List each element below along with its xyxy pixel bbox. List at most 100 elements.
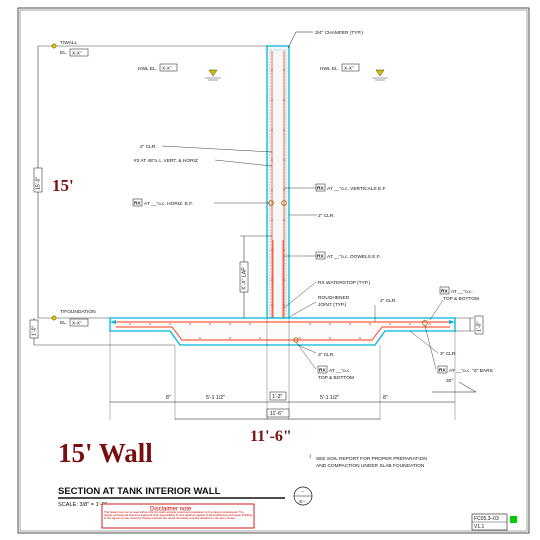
hwl-left-code: X-X" (162, 66, 172, 72)
z-bars-bar-code: RX (439, 368, 446, 374)
soil-note-mark: ⌇ (309, 454, 311, 460)
slab-dim-left-text: 1'-0" (32, 326, 38, 336)
top-bottom-l-label-2: TOP & BOTTOM (318, 375, 354, 381)
t-wall-label: T/WALL (60, 40, 77, 46)
horiz-ef-label: AT __"o.c. HORIZ. E.F. (144, 201, 193, 207)
slab-arrow-left (110, 320, 116, 324)
clr-3-left-label: 3" CLR. (318, 352, 335, 358)
disclaimer-body-wrap: This detail must not be used without the… (104, 511, 252, 521)
slab-dim-right-box (474, 315, 484, 335)
dim-8-left: 8" (166, 395, 171, 401)
z-bars-label: AT __"o.c. "Z" BARS (449, 368, 493, 374)
top-bottom-l-label: AT __"o.c. (329, 368, 351, 374)
top-bottom-l-bar-code: RX (319, 368, 326, 374)
dim-5-right: 5'-1 1/2" (320, 395, 339, 401)
hwl-right-box (341, 63, 360, 72)
elev-marker-top (51, 43, 57, 49)
disclaimer-box (101, 503, 255, 529)
angle-mark (432, 381, 477, 393)
sheet-border (17, 7, 530, 534)
t-foundation-el-code: X-X" (72, 321, 82, 327)
clr-top-label: 2" CLR. (140, 144, 157, 150)
lap-text: X'-X" LAP (242, 267, 248, 290)
wall-section (266, 31, 313, 335)
dowels-bar-box (315, 251, 326, 260)
version: V1.1 (474, 524, 485, 530)
hwl-left-label: HWL EL. (138, 66, 157, 72)
dim-5-left: 5'-1 1/2" (206, 395, 225, 401)
chamfer-leader (287, 31, 313, 49)
status-indicator (510, 516, 517, 523)
top-bottom-r-bar-code: RX (441, 289, 448, 295)
hwl-left-box (159, 63, 178, 72)
chamfer-label: 3/4" CHAMFER (TYP.) (315, 30, 363, 36)
dim-total-box (266, 408, 290, 418)
height-dim-text: 15'-0" (36, 177, 42, 190)
big-total-text: 11'-6" (250, 428, 292, 445)
clr-slab-label: 2" CLR. (380, 298, 397, 304)
waterstop-label: RX WATERSTOP (TYP.) (318, 280, 371, 286)
top-bottom-r-bar-box (439, 286, 450, 295)
dim-13-box (269, 391, 287, 401)
slab-bottom-bar (116, 326, 450, 341)
z-bars-bar-box (437, 365, 448, 374)
sheet-inner-border (19, 9, 528, 532)
top-bottom-r-label-2: TOP & BOTTOM (443, 296, 479, 302)
dim-13: 1'-3" (272, 394, 282, 400)
big-height-text: 15' (52, 176, 74, 195)
hwl-marks: HWL EL. X-X" HWL EL. X-X" (138, 63, 388, 81)
horiz-bar-marker-right (281, 200, 287, 206)
slab-dim-left-box (29, 319, 39, 339)
soil-note-line-1: SEE SOIL REPORT FOR PROPER PREPARATION (316, 456, 427, 462)
t-wall-el-box (69, 48, 89, 57)
wall-title: 15' Wall (58, 438, 153, 468)
t-foundation-el-tag: EL. (60, 320, 67, 326)
verticals-bar-code: RX (317, 186, 324, 192)
angle-label: 30° (446, 378, 453, 384)
disclaimer-title: Disclaimer note (150, 507, 192, 513)
section-mark-top: – (301, 490, 304, 495)
sheet-number: FC05.3–03 (474, 516, 499, 522)
roughened-label-2: JOINT (TYP.) (318, 302, 347, 308)
wall-concrete (266, 45, 290, 319)
left-elevations: T/WALL EL. X-X" T/FOUNDATION EL. X-X" 15… (29, 40, 267, 346)
top-bottom-l-bar-box (317, 365, 328, 374)
horiz-ef-bar-code: RX (134, 201, 141, 207)
scale-label: SCALE: 3/8" = 1'-0" (58, 502, 107, 508)
hwl-left-triangle (208, 69, 218, 77)
slab-rebar-dots (129, 323, 431, 339)
disclaimer-body: This detail must not be used without the… (104, 511, 252, 521)
z-bar-marker (422, 320, 428, 326)
wall-callouts: 3/4" CHAMFER (TYP.) 2" CLR. #3 AT 48"o.c… (132, 30, 493, 393)
elev-marker-bottom (51, 315, 57, 321)
t-wall-el-code: X-X" (72, 51, 82, 57)
dim-total: 11'-6" (270, 411, 283, 417)
top-bottom-r-label: AT __"o.c. (451, 289, 473, 295)
slab-dim-right-text: 1'-0" (477, 322, 483, 332)
bottom-dimensions: 8" 5'-1 1/2" 1'-3" 5'-1 1/2" 8" 11'-6" 1… (109, 318, 456, 445)
clr-3-right-label: 3" CLR. (440, 351, 457, 357)
slab-concrete (109, 317, 456, 346)
lap-box (239, 261, 249, 293)
t-wall-el-tag: EL. (60, 50, 67, 56)
t-foundation-el-box (69, 318, 89, 327)
dowels-bar-code: RX (317, 254, 324, 260)
hwl-right-code: X-X" (344, 66, 354, 72)
slab-arrow-right (449, 320, 455, 324)
foundation-slab (109, 317, 456, 346)
t-foundation-label: T/FOUNDATION (60, 309, 96, 315)
verticals-bar-box (315, 183, 326, 192)
dowels-label: AT __"o.c. DOWELS E.F. (327, 254, 381, 260)
verticals-label: AT __"o.c. VERTICALS E.F. (327, 186, 386, 192)
dim-8-right: 8" (383, 395, 388, 401)
clr-mid-label: 2" CLR. (318, 213, 335, 219)
section-title: SECTION AT TANK INTERIOR WALL (58, 486, 221, 497)
hwl-right-label: HWL EL. (320, 66, 339, 72)
horiz-ef-bar-box (132, 198, 143, 207)
wall-horiz-bars (271, 69, 285, 306)
bars-48-label: #3 AT 48"o.c. VERT. & HORIZ (134, 158, 198, 164)
height-dim-box (33, 167, 43, 193)
soil-note-line-2: AND COMPACTION UNDER SLAB FOUNDATION (316, 463, 425, 469)
hwl-right-triangle (375, 69, 385, 77)
